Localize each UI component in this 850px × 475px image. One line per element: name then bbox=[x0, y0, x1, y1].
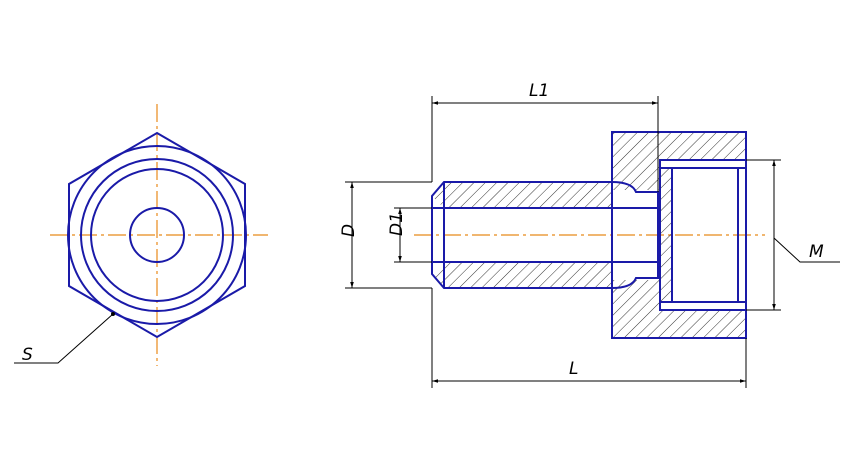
shaft-lower-hatch bbox=[432, 262, 612, 288]
nut-outline bbox=[611, 131, 747, 339]
shaft-upper-hatch bbox=[432, 182, 612, 208]
s-leader-line bbox=[14, 313, 114, 364]
s-label: S bbox=[22, 345, 33, 365]
section-view: L1 L D D1 M bbox=[339, 81, 840, 388]
nut-lower-inner-hatch bbox=[612, 280, 660, 310]
m-leader-line bbox=[773, 237, 840, 263]
collar-hatch bbox=[660, 168, 672, 302]
shaft-upper-fillet bbox=[611, 181, 660, 193]
nut-inner-contour bbox=[659, 159, 746, 311]
end-view-outer-circle bbox=[67, 145, 247, 325]
hatched-regions bbox=[432, 132, 746, 338]
end-view-hole-circle bbox=[129, 207, 185, 263]
d1-label: D1 bbox=[387, 212, 407, 236]
hex-outline bbox=[68, 131, 246, 339]
end-view-thread-circle bbox=[80, 158, 234, 312]
nut-lower-wall-hatch bbox=[612, 310, 746, 338]
d-label: D bbox=[339, 224, 359, 237]
m-label: M bbox=[809, 242, 824, 262]
l-label: L bbox=[569, 359, 578, 379]
nut-upper-inner-hatch bbox=[612, 160, 660, 190]
l1-label: L1 bbox=[529, 81, 549, 101]
shaft-outline bbox=[431, 181, 612, 289]
end-view: S bbox=[14, 104, 268, 366]
end-view-bore-circle bbox=[90, 168, 224, 302]
nut-upper-wall-hatch bbox=[612, 132, 746, 160]
shaft-lower-fillet bbox=[611, 277, 660, 289]
